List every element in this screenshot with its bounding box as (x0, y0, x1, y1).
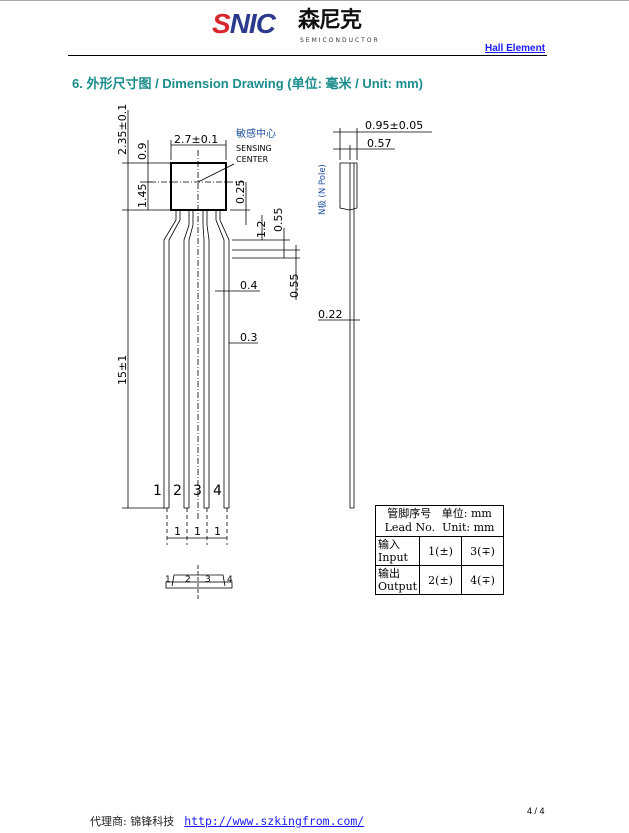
sensor-body (170, 162, 227, 211)
dim-0.22: 0.22 (318, 308, 343, 321)
pitch-3: 1 (214, 525, 221, 538)
lead-label-1: 1 (153, 483, 162, 499)
dim-0.3: 0.3 (240, 331, 258, 344)
cell: 4(∓) (461, 565, 505, 595)
lead-label-2: 2 (173, 483, 182, 499)
dim-lead-length: 15±1 (116, 355, 129, 385)
sensing-center-cn: 敏感中心 (236, 127, 276, 140)
lead-label-3: 3 (193, 483, 202, 499)
top-border (0, 0, 629, 1)
header-divider (68, 55, 547, 56)
lead-label-4: 4 (213, 483, 222, 499)
side-view (318, 128, 432, 509)
dim-0.55-a: 0.55 (272, 208, 285, 233)
pitch-1: 1 (174, 525, 181, 538)
dim-0.57: 0.57 (367, 137, 392, 150)
dim-0.25: 0.25 (234, 180, 247, 205)
bottom-label-4: 4 (227, 575, 233, 585)
footer: 代理商: 锦锋科技 http://www.szkingfrom.com/ (90, 813, 364, 829)
sensing-leader (197, 163, 235, 183)
dim-0.55-b: 0.55 (288, 274, 301, 299)
row-label-en: Output (378, 580, 418, 593)
footer-agent: 代理商: 锦锋科技 (90, 815, 175, 828)
row-label-en: Input (378, 551, 408, 564)
dim-width: 2.7±0.1 (174, 133, 218, 146)
document-tag: Hall Element (485, 43, 546, 54)
cell: 2(±) (419, 565, 463, 595)
logo-s: S (212, 8, 231, 39)
leads (163, 210, 230, 509)
bottom-label-2: 2 (185, 575, 191, 585)
header-en: Lead No. Unit: mm (384, 521, 495, 534)
dim-0.9: 0.9 (136, 143, 149, 161)
pitch-2: 1 (194, 525, 201, 538)
n-pole-label: N极 (N Pole) (317, 164, 328, 215)
bottom-label-1: 1 (165, 575, 171, 585)
sensing-center-en1: SENSING (236, 144, 272, 153)
dim-0.4: 0.4 (240, 279, 258, 292)
dim-thickness: 0.95±0.05 (365, 119, 423, 132)
row-label-cn: 输入 (378, 538, 400, 551)
logo-subtitle: SEMICONDUCTOR (300, 37, 380, 44)
page-number: 4 / 4 (527, 806, 545, 816)
dim-1.45: 1.45 (136, 184, 149, 209)
footer-url-link[interactable]: http://www.szkingfrom.com/ (184, 814, 365, 828)
row-label-cn: 输出 (378, 567, 400, 580)
cell: 1(±) (419, 536, 463, 566)
header-cn: 管脚序号 单位: mm (387, 507, 492, 520)
bottom-view: 1 2 3 4 (165, 565, 233, 600)
cell: 3(∓) (461, 536, 505, 566)
section-title: 6. 外形尺寸图 / Dimension Drawing (单位: 毫米 / U… (72, 76, 424, 91)
sensing-center-en2: CENTER (236, 155, 269, 164)
dim-1.2: 1.2 (255, 221, 268, 239)
bottom-label-3: 3 (205, 575, 211, 585)
logo-nic: NIC (229, 8, 276, 39)
logo-chinese: 森尼克 (298, 8, 362, 33)
company-logo: SNIC 森尼克 SEMICONDUCTOR (212, 8, 382, 48)
dim-total-height: 2.35±0.1 (116, 104, 129, 155)
